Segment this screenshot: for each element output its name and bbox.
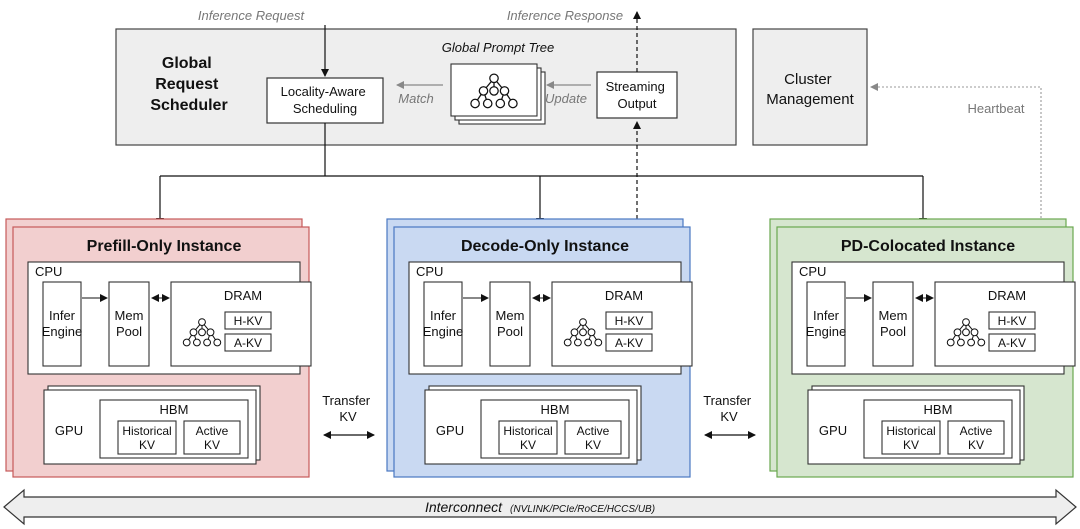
cpu-label: CPU bbox=[416, 264, 443, 279]
a-kv-box bbox=[988, 333, 1036, 352]
a-kv-label: A-KV bbox=[234, 336, 262, 350]
dram-label: DRAM bbox=[605, 288, 643, 303]
cpu-label: CPU bbox=[799, 264, 826, 279]
h-kv-label: H-KV bbox=[615, 314, 644, 328]
infer-engine-box bbox=[423, 281, 463, 367]
update-label: Update bbox=[545, 91, 587, 106]
instance-title: Prefill-Only Instance bbox=[87, 238, 242, 255]
hbm-label: HBM bbox=[924, 402, 953, 417]
locality-aware-label: Locality-Aware Scheduling bbox=[281, 84, 370, 116]
instance-title: Decode-Only Instance bbox=[461, 238, 629, 255]
a-kv-box bbox=[605, 333, 653, 352]
interconnect-bar bbox=[3, 488, 1077, 526]
historical-kv-box bbox=[881, 420, 941, 455]
historical-kv-box bbox=[498, 420, 558, 455]
hbm-label: HBM bbox=[160, 402, 189, 417]
active-kv-box bbox=[947, 420, 1005, 455]
locality-aware-box bbox=[266, 77, 384, 124]
scheduler-title: Global Request Scheduler bbox=[150, 55, 227, 114]
interconnect-label: Interconnect (NVLINK/PCIe/RoCE/HCCS/UB) bbox=[425, 499, 655, 516]
hbm-label: HBM bbox=[541, 402, 570, 417]
mem-pool-box bbox=[872, 281, 914, 367]
heartbeat-arrow bbox=[870, 83, 1042, 242]
heartbeat-label: Heartbeat bbox=[967, 101, 1024, 116]
a-kv-label: A-KV bbox=[615, 336, 643, 350]
streaming-output-label: Streaming Output bbox=[606, 79, 669, 111]
h-kv-label: H-KV bbox=[998, 314, 1027, 328]
cluster-management-label: Cluster Management bbox=[766, 71, 854, 108]
dram-label: DRAM bbox=[988, 288, 1026, 303]
active-kv-box bbox=[183, 420, 241, 455]
mem-pool-box bbox=[108, 281, 150, 367]
h-kv-box bbox=[224, 311, 272, 330]
active-kv-box bbox=[564, 420, 622, 455]
transfer-kv-label-1: Transfer KV bbox=[322, 393, 374, 424]
a-kv-label: A-KV bbox=[998, 336, 1026, 350]
transfer-kv-label-2: Transfer KV bbox=[703, 393, 755, 424]
a-kv-box bbox=[224, 333, 272, 352]
cluster-management-box bbox=[752, 28, 868, 146]
instance-title: PD-Colocated Instance bbox=[841, 238, 1015, 255]
prompt-tree-title: Global Prompt Tree bbox=[442, 40, 554, 55]
infer-engine-box bbox=[42, 281, 82, 367]
inference-request-label: Inference Request bbox=[198, 8, 306, 23]
dram-label: DRAM bbox=[224, 288, 262, 303]
gpu-label: GPU bbox=[819, 423, 847, 438]
streaming-output-box bbox=[596, 71, 678, 119]
inference-response-label: Inference Response bbox=[507, 8, 623, 23]
mem-pool-box bbox=[489, 281, 531, 367]
gpu-label: GPU bbox=[436, 423, 464, 438]
h-kv-box bbox=[605, 311, 653, 330]
infer-engine-box bbox=[806, 281, 846, 367]
h-kv-box bbox=[988, 311, 1036, 330]
historical-kv-box bbox=[117, 420, 177, 455]
gpu-label: GPU bbox=[55, 423, 83, 438]
cpu-label: CPU bbox=[35, 264, 62, 279]
h-kv-label: H-KV bbox=[234, 314, 263, 328]
match-label: Match bbox=[398, 91, 433, 106]
